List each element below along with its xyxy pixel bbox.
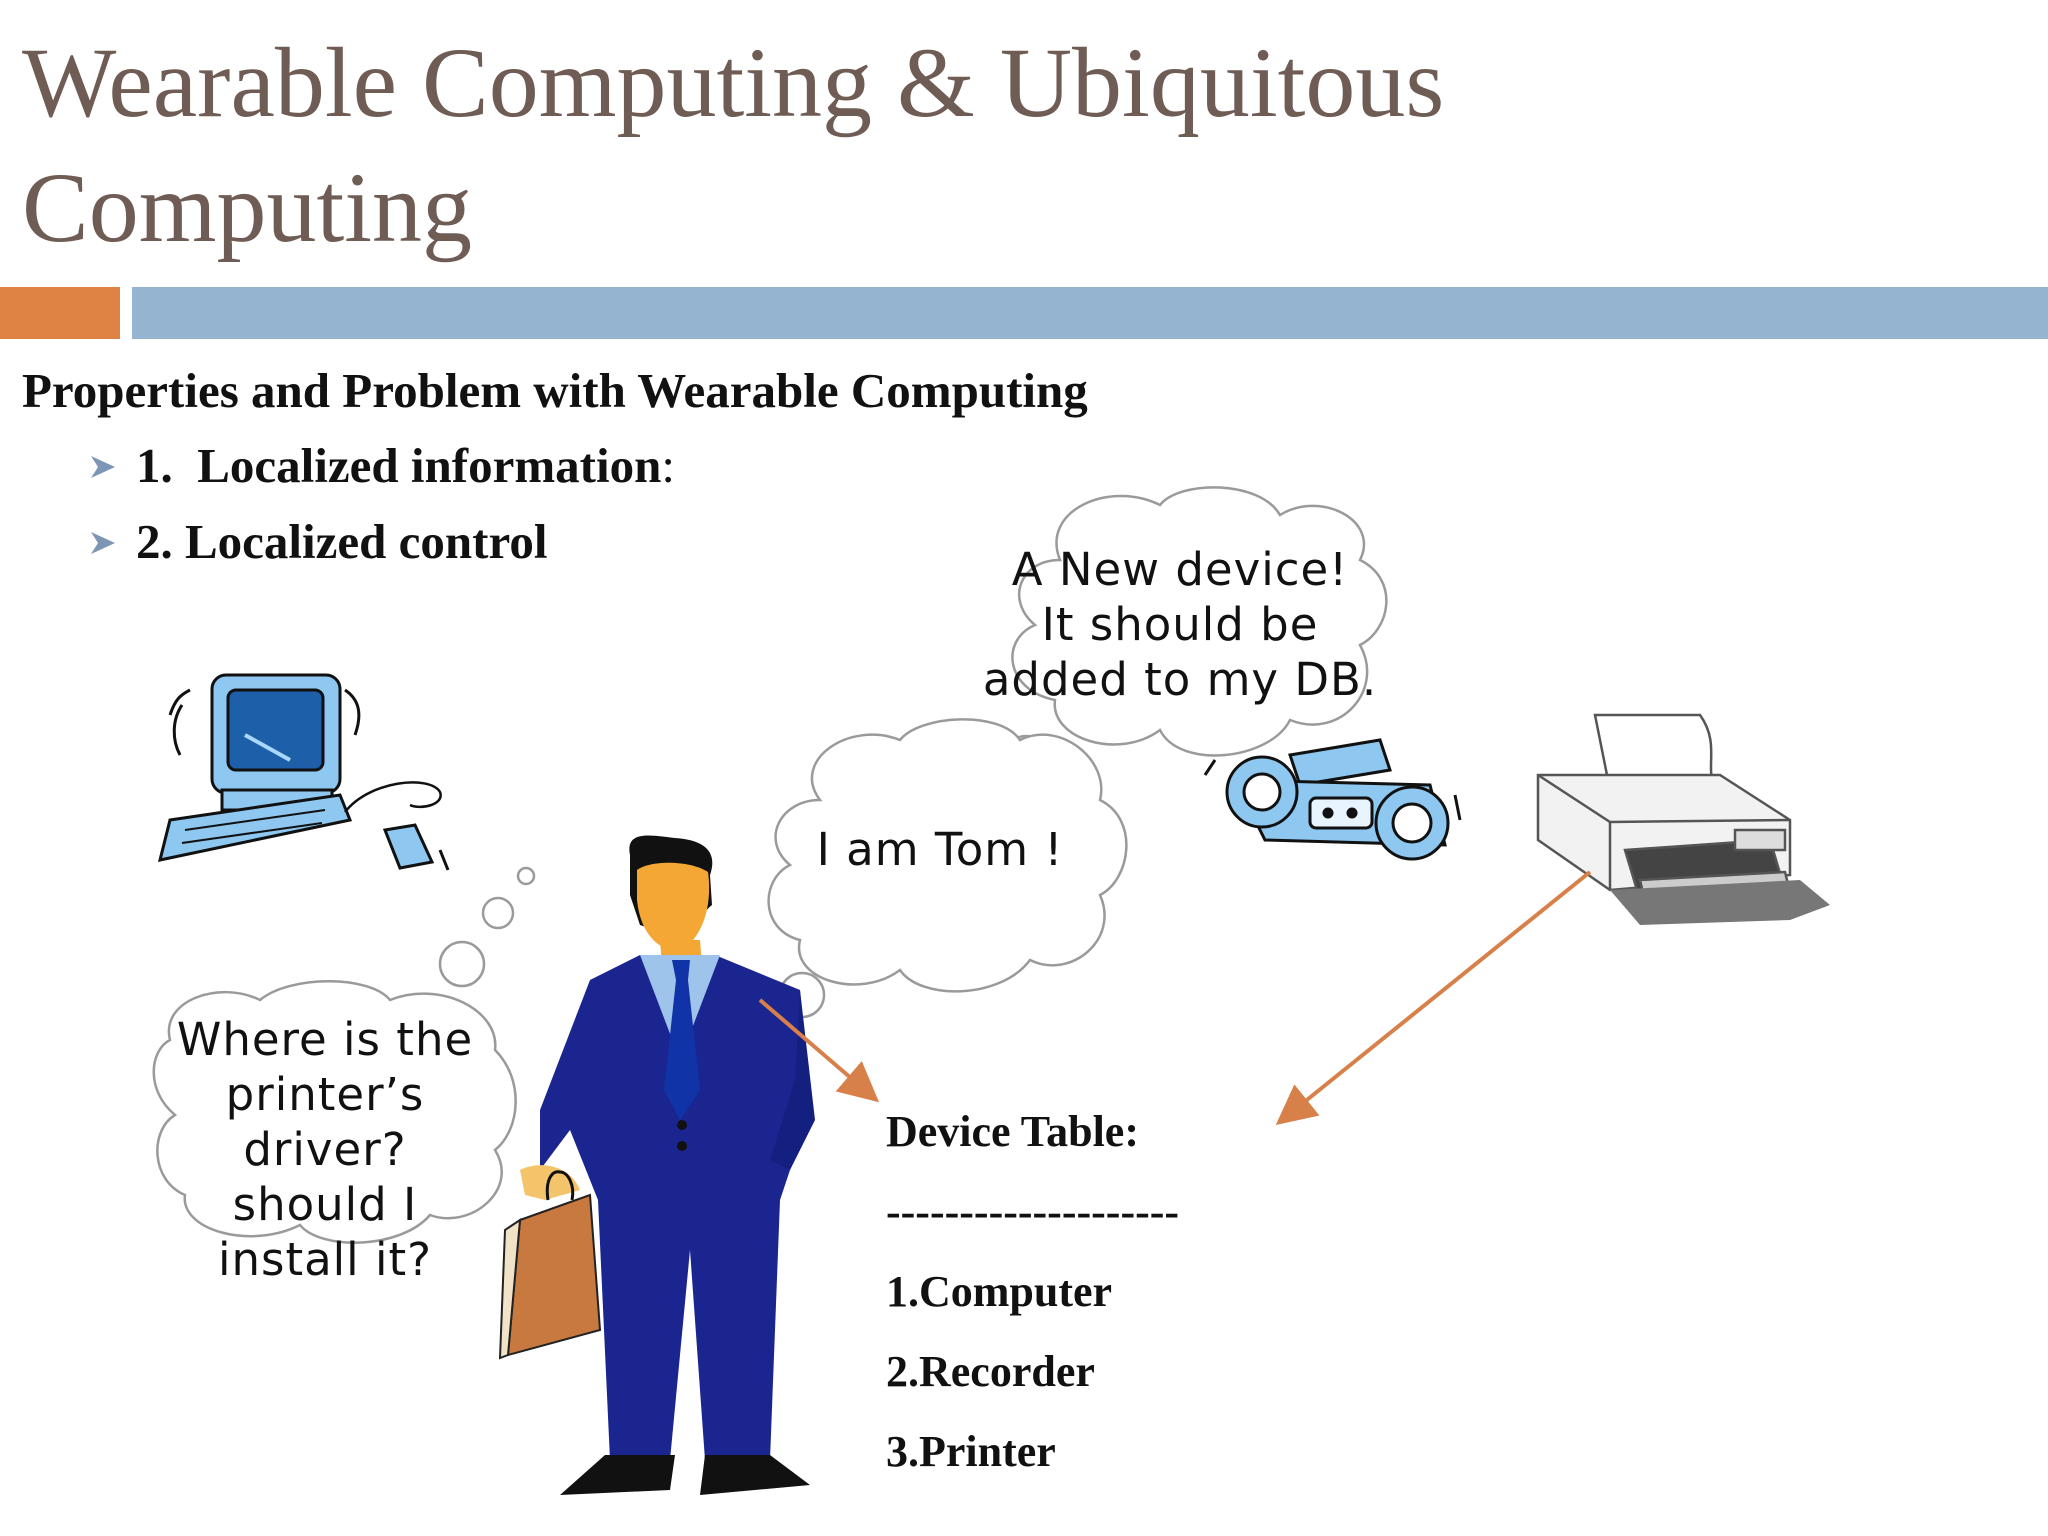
tom-thought-line: I am Tom ! — [816, 823, 1064, 876]
printer-driver-thought-text: Where is the printer’s driver? should I … — [140, 1012, 510, 1287]
title-accent-bar-orange — [0, 287, 120, 339]
device-table-item-computer: 1.Computer — [886, 1267, 1113, 1316]
title-accent-bar-blue — [132, 287, 2048, 339]
bullet-number: 2. — [136, 514, 173, 569]
bullet-arrow-icon — [88, 513, 132, 570]
bullet-text: Localized control — [185, 514, 548, 569]
arrow-printer-to-table — [1275, 870, 1592, 1126]
bullet-arrow-icon — [88, 437, 132, 494]
slide-title: Wearable Computing & Ubiquitous Computin… — [22, 27, 1445, 263]
bullet-item-localized-information: 1. Localized information: — [88, 437, 675, 494]
device-table-item-printer: 3.Printer — [886, 1427, 1056, 1476]
device-table-item-recorder: 2.Recorder — [886, 1347, 1095, 1396]
device-table: Device Table: -------------------- 1.Com… — [886, 1100, 1179, 1500]
printer-icon — [1536, 713, 1830, 925]
recorder-thought-line: It should be — [1041, 598, 1319, 651]
driver-thought-line: printer’s driver? — [225, 1068, 425, 1176]
computer-icon — [157, 673, 450, 871]
recorder-thought-line: A New device! — [1011, 543, 1349, 596]
driver-thought-line: Where is the — [176, 1013, 474, 1066]
section-subtitle: Properties and Problem with Wearable Com… — [22, 363, 1088, 418]
boombox-icon — [1203, 738, 1462, 861]
device-table-separator: -------------------- — [886, 1187, 1180, 1236]
bullet-number: 1. — [136, 438, 173, 493]
bullet-suffix: : — [661, 438, 675, 493]
recorder-thought-line: added to my DB. — [982, 653, 1378, 706]
driver-thought-line: should I — [232, 1178, 418, 1231]
arrow-tom-to-table — [758, 998, 880, 1103]
device-table-header: Device Table: — [886, 1107, 1139, 1156]
bullet-text: Localized information — [197, 438, 662, 493]
recorder-thought-text: A New device! It should be added to my D… — [980, 542, 1380, 707]
businessman-figure — [498, 835, 815, 1495]
thought-cloud-printer-driver — [152, 866, 536, 1244]
tom-thought-text: I am Tom ! — [790, 822, 1090, 877]
bullet-item-localized-control: 2. Localized control — [88, 513, 547, 570]
driver-thought-line: install it? — [217, 1233, 433, 1286]
